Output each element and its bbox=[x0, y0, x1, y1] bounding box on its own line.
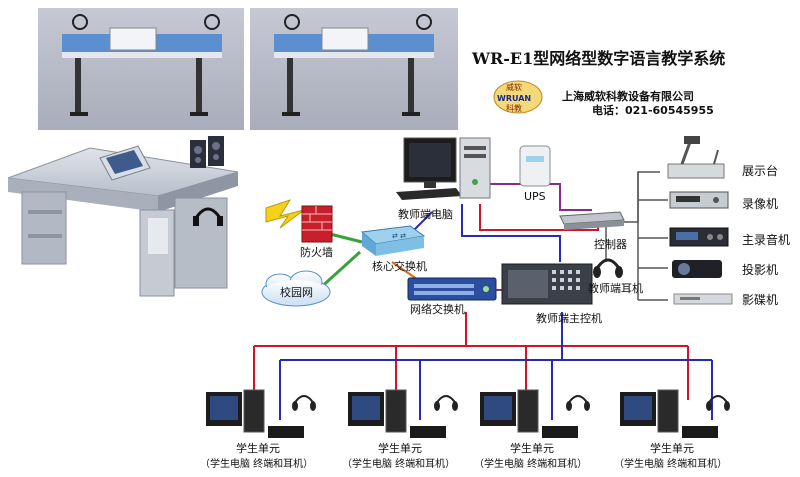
company-phone: 电话：021-60545955 bbox=[592, 103, 714, 117]
student-unit-1 bbox=[206, 389, 316, 438]
device-label-4: 影碟机 bbox=[742, 293, 778, 307]
student-unit-3-sub: （学生电脑 终端和耳机） bbox=[474, 457, 587, 470]
teacher-desk bbox=[7, 136, 239, 297]
device-label-2: 主录音机 bbox=[742, 232, 790, 247]
student-unit-2-sub: （学生电脑 终端和耳机） bbox=[342, 457, 455, 470]
svg-text:WRUAN: WRUAN bbox=[497, 94, 531, 103]
student-unit-1-title: 学生单元 bbox=[236, 441, 280, 455]
firewall-label: 防火墙 bbox=[300, 245, 333, 259]
visualizer-icon bbox=[667, 136, 725, 179]
svg-text:威软: 威软 bbox=[506, 82, 522, 92]
main-console-label: 教师端主控机 bbox=[536, 311, 602, 325]
controller-label: 控制器 bbox=[594, 237, 627, 251]
student-unit-2 bbox=[348, 389, 458, 438]
student-unit-2-title: 学生单元 bbox=[378, 441, 422, 455]
company-logo: 威软 WRUAN 科教 bbox=[493, 80, 543, 114]
dvd-player-icon bbox=[673, 293, 733, 305]
core-switch-icon: ⇄ ⇄ bbox=[360, 225, 426, 256]
ups-label: UPS bbox=[524, 190, 546, 203]
core-switch-label: 核心交换机 bbox=[372, 259, 427, 273]
teacher-pc-label: 教师端电脑 bbox=[398, 208, 453, 221]
svg-text:科教: 科教 bbox=[506, 103, 522, 113]
campus-network-label: 校园网 bbox=[280, 285, 313, 299]
booth-photo-right bbox=[250, 8, 458, 130]
network-switch-label: 网络交换机 bbox=[410, 302, 465, 316]
main-console-icon bbox=[501, 263, 593, 305]
ups-icon bbox=[519, 145, 551, 187]
booth-photo-left bbox=[38, 8, 244, 130]
student-unit-3 bbox=[480, 389, 590, 438]
device-label-1: 录像机 bbox=[742, 197, 778, 211]
student-unit-4-title: 学生单元 bbox=[650, 441, 694, 455]
projector-icon bbox=[672, 260, 722, 278]
campus-network-cloud bbox=[261, 270, 331, 307]
firewall-icon bbox=[265, 199, 333, 243]
company-name: 上海威软科教设备有限公司 bbox=[562, 89, 694, 103]
vcr-icon bbox=[669, 191, 729, 209]
controller-icon bbox=[559, 211, 625, 230]
recorder-icon bbox=[669, 227, 729, 247]
svg-text:⇄ ⇄: ⇄ ⇄ bbox=[392, 232, 406, 240]
student-unit-3-title: 学生单元 bbox=[510, 441, 554, 455]
student-unit-4 bbox=[620, 389, 730, 438]
teacher-headset-label: 教师端耳机 bbox=[588, 281, 643, 295]
teacher-headset-icon bbox=[593, 258, 623, 278]
student-unit-4-sub: （学生电脑 终端和耳机） bbox=[614, 457, 727, 470]
device-label-3: 投影机 bbox=[742, 262, 778, 277]
student-unit-1-sub: （学生电脑 终端和耳机） bbox=[200, 457, 313, 470]
network-switch-icon bbox=[407, 277, 497, 301]
teacher-pc-icon bbox=[396, 137, 491, 200]
system-title: WR-E1型网络型数字语言教学系统 bbox=[471, 49, 725, 68]
device-label-0: 展示台 bbox=[742, 163, 778, 178]
